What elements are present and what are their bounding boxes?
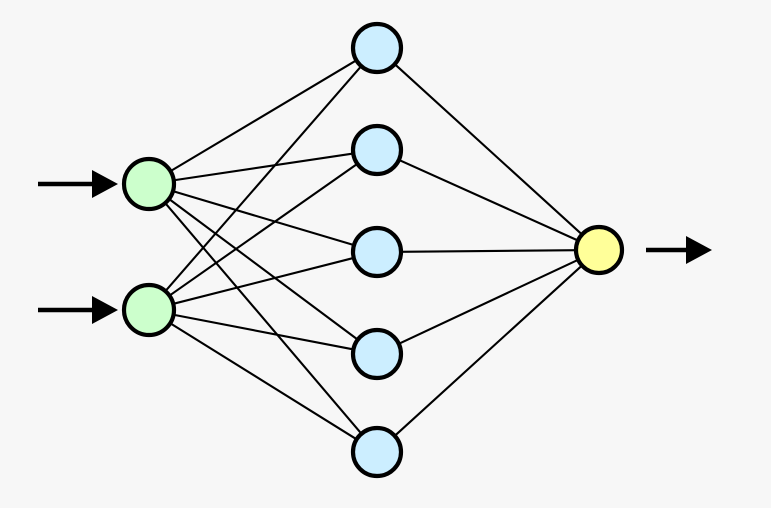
- input-arrow-1-head: [92, 170, 118, 198]
- edge-i2-to-h4: [171, 313, 356, 351]
- node-h4[interactable]: [350, 327, 404, 381]
- hidden-layer-node-2-circle[interactable]: [350, 123, 404, 177]
- node-i1[interactable]: [121, 156, 177, 212]
- edge-i1-to-h1: [168, 58, 359, 173]
- input-arrow-2-head: [92, 296, 118, 324]
- edge-h1-to-o1: [392, 62, 585, 237]
- edge-h4-to-o1: [396, 258, 581, 346]
- edge-i2-to-h5: [167, 321, 359, 442]
- node-group: [121, 21, 625, 479]
- output-arrow-1: [646, 236, 712, 264]
- input-layer-node-2-circle[interactable]: [121, 282, 177, 338]
- edge-i1-to-h2: [171, 152, 356, 182]
- edge-i1-to-h5: [163, 200, 364, 436]
- output-arrow-1-head: [686, 236, 712, 264]
- edge-i1-to-h4: [166, 197, 360, 342]
- edge-i2-to-h2: [167, 161, 360, 298]
- edge-h2-to-o1: [396, 158, 581, 243]
- node-h3[interactable]: [350, 225, 404, 279]
- node-h1[interactable]: [350, 21, 404, 75]
- input-layer-node-1-circle[interactable]: [121, 156, 177, 212]
- node-h5[interactable]: [350, 425, 404, 479]
- hidden-layer-node-3-circle[interactable]: [350, 225, 404, 279]
- edge-group: [163, 58, 585, 442]
- hidden-layer-node-5-circle[interactable]: [350, 425, 404, 479]
- output-layer-node-1-circle[interactable]: [573, 224, 625, 276]
- edge-i2-to-h3: [170, 256, 357, 306]
- hidden-layer-node-1-circle[interactable]: [350, 21, 404, 75]
- io-arrow-group: [38, 170, 712, 324]
- node-h2[interactable]: [350, 123, 404, 177]
- edge-i1-to-h3: [170, 189, 357, 247]
- edge-h3-to-o1: [398, 249, 579, 253]
- node-i2[interactable]: [121, 282, 177, 338]
- edge-i2-to-h1: [163, 63, 364, 294]
- input-arrow-1: [38, 170, 118, 198]
- node-o1[interactable]: [573, 224, 625, 276]
- hidden-layer-node-4-circle[interactable]: [350, 327, 404, 381]
- input-arrow-2: [38, 296, 118, 324]
- edge-h5-to-o1: [392, 263, 585, 438]
